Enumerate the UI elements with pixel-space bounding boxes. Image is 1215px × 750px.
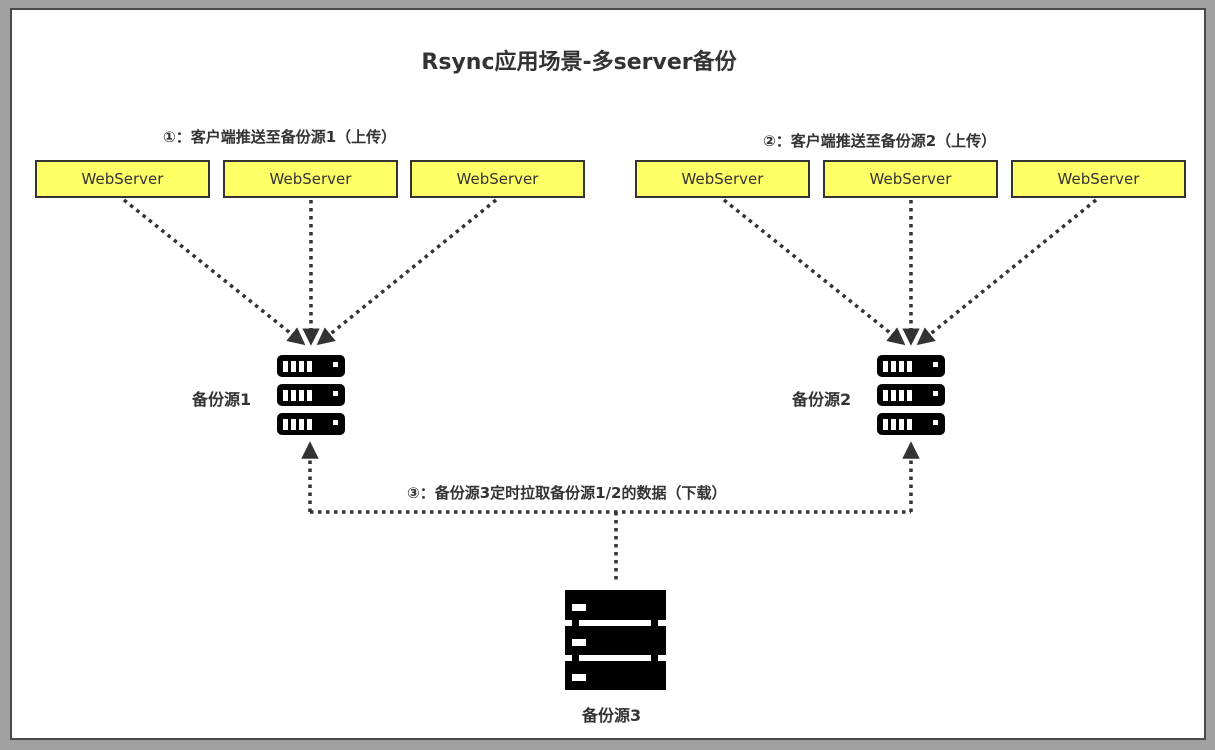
arrow-ws3-to-backup1 — [316, 198, 498, 346]
server-icon-backup-3 — [565, 590, 666, 690]
group-1-label: ①：客户端推送至备份源1（上传） — [163, 128, 397, 146]
webserver-2-2[interactable]: WebServer — [823, 160, 998, 198]
diagram-title: Rsync应用场景-多server备份 — [421, 50, 737, 75]
webserver-1-1[interactable]: WebServer — [35, 160, 210, 198]
server-icon-backup-2 — [877, 355, 945, 435]
webserver-2-1[interactable]: WebServer — [635, 160, 810, 198]
webserver-label: WebServer — [81, 170, 164, 188]
arrow-ws1-to-backup1 — [122, 198, 306, 346]
arrow-ws6-to-backup2 — [916, 198, 1098, 346]
webserver-label: WebServer — [1057, 170, 1140, 188]
server-rack-unit — [277, 355, 345, 377]
webserver-1-3[interactable]: WebServer — [410, 160, 585, 198]
webserver-label: WebServer — [269, 170, 352, 188]
arrow-ws4-to-backup2 — [722, 198, 906, 346]
pull-label: ③：备份源3定时拉取备份源1/2的数据（下载） — [407, 484, 727, 502]
webserver-2-3[interactable]: WebServer — [1011, 160, 1186, 198]
backup-source-2-label: 备份源2 — [792, 390, 852, 409]
webserver-label: WebServer — [869, 170, 952, 188]
webserver-1-2[interactable]: WebServer — [223, 160, 398, 198]
webserver-label: WebServer — [456, 170, 539, 188]
backup-source-1-label: 备份源1 — [192, 390, 252, 409]
backup-source-3-label: 备份源3 — [582, 706, 642, 725]
server-icon-backup-1 — [277, 355, 345, 435]
group-2-label: ②：客户端推送至备份源2（上传） — [763, 132, 997, 150]
webserver-label: WebServer — [681, 170, 764, 188]
